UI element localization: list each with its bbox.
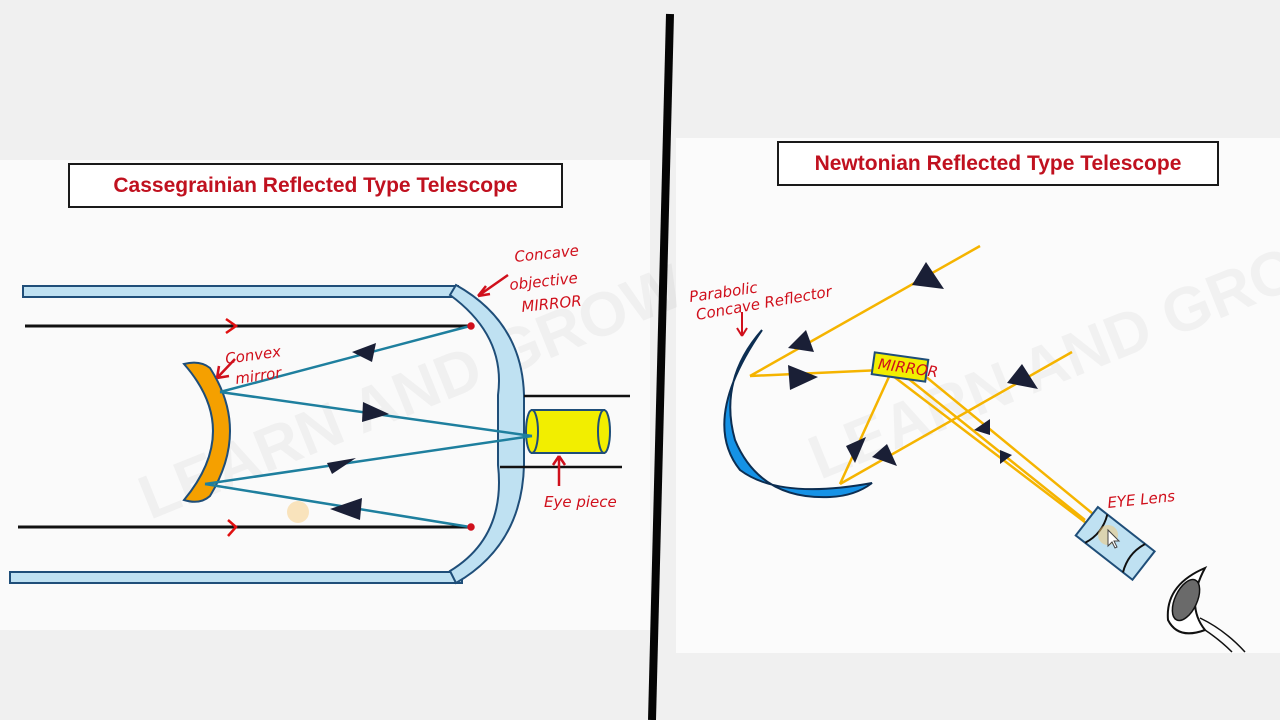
newtonian-title: Newtonian Reflected Type Telescope — [777, 141, 1219, 186]
right-panel — [676, 138, 1280, 653]
label-convex-mirror: mirror — [234, 364, 283, 388]
pointer-glow — [287, 501, 309, 523]
label-eye-lens: EYE Lens — [1107, 487, 1176, 512]
newtonian-light-rays — [749, 244, 1099, 527]
tube-bottom-wall — [9, 571, 463, 584]
parabolic-concave-reflector — [723, 329, 873, 499]
watermark-right: LEARN AND GROW — [799, 212, 1280, 493]
cassegrain-title: Cassegrainian Reflected Type Telescope — [68, 163, 563, 208]
label-objective: objective — [509, 269, 579, 294]
left-annotation-pointers — [215, 273, 567, 531]
convex-secondary-mirror — [182, 361, 231, 503]
concave-objective-mirror — [448, 283, 525, 585]
eye-icon — [1166, 565, 1246, 653]
tube-top-wall — [22, 285, 459, 298]
newtonian-direction-arrows — [788, 262, 1038, 466]
ray-arrow-mark-bottom — [227, 519, 238, 537]
right-annotation-pointers — [736, 312, 748, 337]
plane-mirror: MIRROR — [870, 351, 939, 383]
eyepiece-cylinder — [525, 409, 611, 454]
panel-divider — [648, 13, 674, 720]
label-eye-piece: Eye piece — [544, 493, 617, 511]
cassegrain-direction-arrows — [327, 343, 389, 520]
ray-arrow-mark-top — [225, 317, 239, 335]
label-concave: Concave — [514, 241, 580, 266]
mouse-cursor-icon — [1107, 528, 1121, 549]
